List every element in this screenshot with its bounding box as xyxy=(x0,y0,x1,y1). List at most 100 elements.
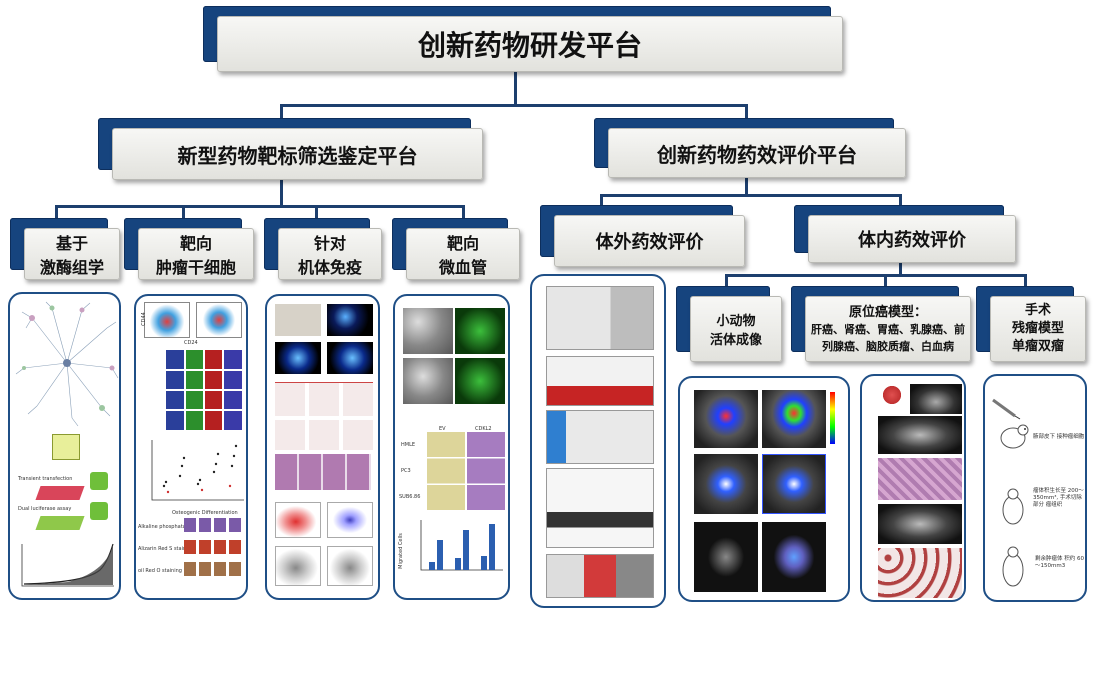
connector-efficacy-d2 xyxy=(899,194,902,208)
connector-invivo-d3 xyxy=(1024,274,1027,288)
cell-image-3 xyxy=(275,342,321,374)
efficacy-platform-label: 创新药物药效评价平台 xyxy=(657,142,857,167)
flow-plot-2 xyxy=(196,302,242,338)
facs-scatter-2 xyxy=(327,502,373,538)
orthotopic-line3: 列腺癌、脑胶质瘤、白血病 xyxy=(822,339,954,353)
mouse-step3-label: 剩余肿瘤体 积约 60～150mm3 xyxy=(1035,556,1084,569)
in-vivo-label: 体内药效评价 xyxy=(858,230,966,251)
connector-target-stem xyxy=(280,180,283,207)
luciferase-curve-chart xyxy=(21,543,114,587)
instrument-image-4 xyxy=(546,468,654,548)
pc3-label: PC3 xyxy=(401,468,411,474)
ct-image-1 xyxy=(694,522,758,592)
orthotopic-panel xyxy=(860,374,966,602)
connector-top-bar xyxy=(280,104,748,107)
cell-image-4 xyxy=(327,342,373,374)
cell-image-1 xyxy=(275,304,321,336)
color-scale-bar xyxy=(830,392,835,444)
target-platform-label: 新型药物靶标筛选鉴定平台 xyxy=(177,143,418,168)
ct-image-2 xyxy=(762,522,826,592)
cd44-axis-label: CD44 xyxy=(140,312,147,326)
alizarin-strip xyxy=(184,540,244,554)
surgery-box: 手术 残瘤模型 单瘤双瘤 xyxy=(976,286,1086,362)
well-plate-image-2 xyxy=(35,516,85,530)
instrument-image-1 xyxy=(546,286,654,350)
facs-scatter-3 xyxy=(275,546,321,586)
immunity-box: 针对 机体免疫 xyxy=(264,218,382,280)
target-platform-box: 新型药物靶标筛选鉴定平台 xyxy=(98,118,483,180)
connector-root xyxy=(514,70,517,106)
ultrasound-image-3 xyxy=(878,504,962,544)
instrument-image-3 xyxy=(546,410,654,464)
kinome-tree-image xyxy=(15,301,119,427)
cdkl2-label: CDKL2 xyxy=(475,426,492,432)
in-vivo-box: 体内药效评价 xyxy=(794,205,1016,263)
surgery-panel: 腋部皮下 接种瘤细胞 瘤体积生长至 200～350mm³, 手术切除部分 瘤组织… xyxy=(983,374,1087,602)
imaging-line2: 活体成像 xyxy=(709,333,762,348)
bioluminescence-image-2 xyxy=(762,390,826,448)
main-title-box: 创新药物研发平台 xyxy=(203,6,843,72)
tumor-specimen-image xyxy=(878,548,962,598)
scatter-dot-chart xyxy=(151,440,244,501)
tube-formation-4 xyxy=(455,358,505,404)
connector-right-drop xyxy=(745,104,748,124)
mouse-icon-1 xyxy=(1000,424,1029,449)
connector-invivo-stem xyxy=(899,262,902,276)
kinase-box: 基于 激酶组学 xyxy=(10,218,120,280)
microvessel-line2: 微血管 xyxy=(438,258,487,277)
surgery-line3: 单瘤双瘤 xyxy=(1011,339,1064,354)
orthotopic-box: 原位癌模型： 肝癌、肾癌、胃癌、乳腺癌、前 列腺癌、脑胶质瘤、白血病 xyxy=(791,286,971,362)
dual-luciferase-label: Dual luciferase assay xyxy=(18,506,72,512)
bioluminescence-image-1 xyxy=(694,390,758,448)
cell-icon-2 xyxy=(90,502,108,520)
bioluminescence-image-3 xyxy=(694,454,758,514)
stain-grid xyxy=(275,454,371,490)
instrument-image-5 xyxy=(546,554,654,598)
ultrasound-image-1 xyxy=(910,384,962,414)
alkaline-label: Alkaline phosphatase activity xyxy=(138,524,212,530)
mouse-icon-2 xyxy=(1002,488,1024,525)
connector-efficacy-d1 xyxy=(600,194,603,208)
main-title: 创新药物研发平台 xyxy=(417,29,642,62)
oil-red-label: oil Red O staining xyxy=(138,568,182,574)
flow-plot-1 xyxy=(144,302,190,338)
surgery-line2: 残瘤模型 xyxy=(1011,321,1064,336)
kinome-panel: Transient transfection Dual luciferase a… xyxy=(8,292,121,600)
connector-target-d2 xyxy=(182,205,185,222)
plasmid-image xyxy=(52,434,80,460)
kinase-line1: 基于 xyxy=(55,234,88,253)
stem-cell-box: 靶向 肿瘤干细胞 xyxy=(124,218,254,280)
osteogenic-label: Osteogenic Differentiation xyxy=(172,510,238,516)
well-plate-image-1 xyxy=(35,486,85,500)
hmle-label: HMLE xyxy=(401,442,416,448)
mouse-step2-label: 瘤体积生长至 200～350mm³, 手术切除部分 瘤组织 xyxy=(1033,488,1084,508)
cd24-axis-label: CD24 xyxy=(184,340,198,346)
in-vitro-box: 体外药效评价 xyxy=(540,205,745,267)
tube-formation-3 xyxy=(403,358,453,404)
immunity-line1: 针对 xyxy=(313,234,346,253)
connector-efficacy-bar xyxy=(600,194,902,197)
cell-icon-1 xyxy=(90,472,108,490)
orthotopic-line2: 肝癌、肾癌、胃癌、乳腺癌、前 xyxy=(811,322,965,336)
migration-bar-chart xyxy=(420,520,503,571)
alkaline-strip xyxy=(184,518,244,532)
microvessel-panel: EV CDKL2 HMLE PC3 SUB6.86 Migrated Cells xyxy=(393,294,510,600)
sub86-label: SUB6.86 xyxy=(399,494,421,500)
imaging-box: 小动物 活体成像 xyxy=(676,286,782,362)
efficacy-platform-box: 创新药物药效评价平台 xyxy=(594,118,906,178)
organ-icon xyxy=(878,384,906,406)
surgery-line1: 手术 xyxy=(1024,303,1051,318)
kinase-line2: 激酶组学 xyxy=(39,258,104,277)
instrument-panel xyxy=(530,274,666,608)
cell-image-2 xyxy=(327,304,373,336)
connector-invivo-bar xyxy=(725,274,1027,277)
microvessel-line1: 靶向 xyxy=(446,234,479,253)
syringe-icon xyxy=(992,398,1021,420)
connector-target-d4 xyxy=(462,205,465,222)
immunity-line2: 机体免疫 xyxy=(297,258,362,277)
ev-label: EV xyxy=(439,426,446,432)
bioluminescence-image-4 xyxy=(762,454,826,514)
imaging-line1: 小动物 xyxy=(716,314,756,329)
connector-left-drop xyxy=(280,104,283,124)
oil-red-strip xyxy=(184,562,244,576)
